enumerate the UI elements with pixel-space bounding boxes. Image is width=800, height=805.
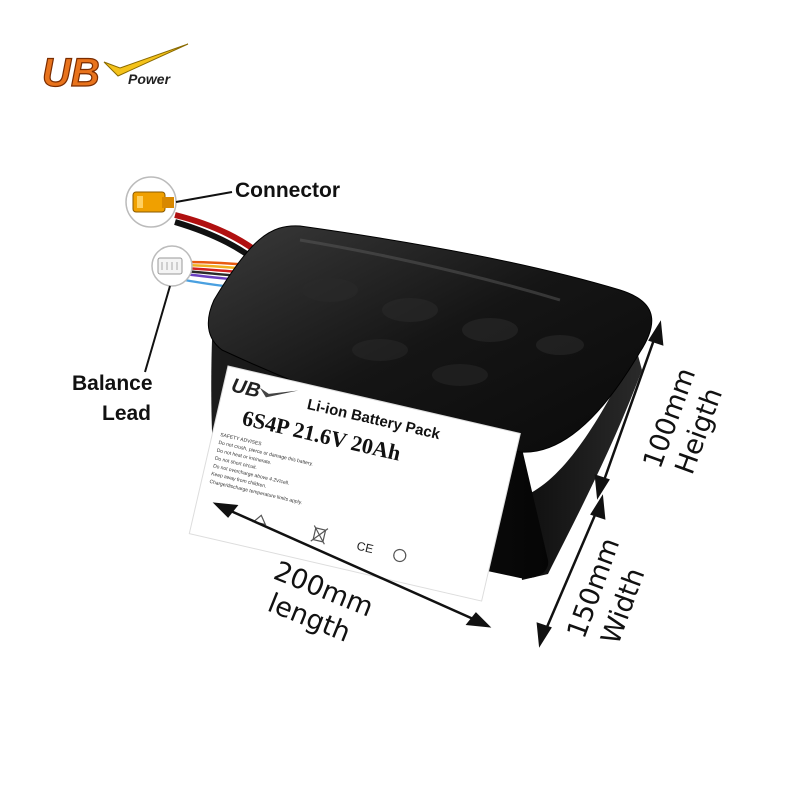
connector-plug [125,176,177,228]
length-dimension-arrow [212,502,492,628]
circle-mark-icon [393,548,407,563]
connector-callout-line [175,191,233,203]
connector-label: Connector [235,179,340,202]
logo-text: UB [42,51,100,95]
width-dimension-arrow [536,494,606,648]
crossed-bin-icon [310,525,329,545]
height-dimension-arrow [594,320,664,500]
logo-subtext: Power [128,71,172,87]
balance-label-line1: Balance [72,372,153,395]
battery-label: UB Li-ion Battery Pack 6S4P 21.6V 20Ah S… [188,365,521,602]
balance-label-line2: Lead [102,402,151,425]
logo-check-icon [103,43,189,77]
balance-callout-line [144,285,171,373]
ce-mark: CE [355,539,374,556]
balance-plug [151,245,193,287]
brand-logo: UB Power [41,43,189,96]
label-check-icon [259,387,299,398]
